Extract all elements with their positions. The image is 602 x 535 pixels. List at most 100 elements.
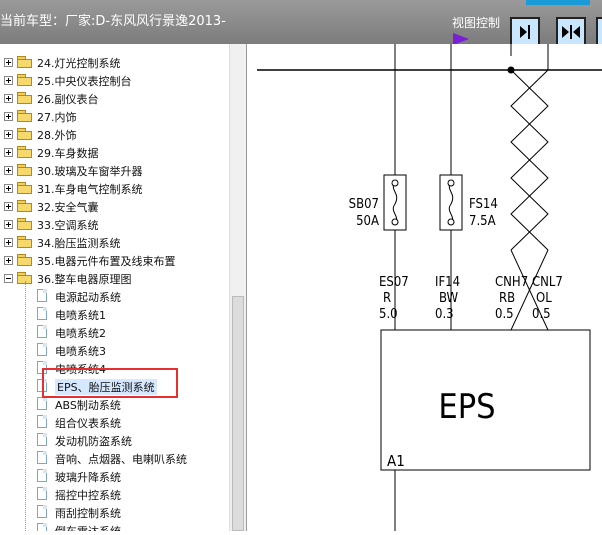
- wire-circuit-label: CNL7: [532, 275, 563, 290]
- tree-leaf-item[interactable]: 玻璃升降系统: [0, 467, 229, 485]
- tree-leaf-item[interactable]: 电喷系统3: [0, 341, 229, 359]
- expand-icon[interactable]: [4, 220, 13, 229]
- tree-folder-label: 32.安全气囊: [37, 201, 99, 214]
- expand-icon[interactable]: [4, 130, 13, 139]
- tree-leaf-label: EPS、胎压监测系统: [55, 379, 157, 395]
- tree-leaf-label: 摇控中控系统: [55, 489, 121, 502]
- document-icon: [37, 415, 47, 428]
- fuse-terminal: [391, 218, 399, 226]
- tree-leaf-label: 电喷系统1: [55, 309, 106, 322]
- tree-folder-item[interactable]: 33.空调系统: [0, 215, 229, 233]
- tree-leaf-item[interactable]: 电喷系统2: [0, 323, 229, 341]
- tree-folder-item[interactable]: 30.玻璃及车窗举升器: [0, 161, 229, 179]
- expand-icon[interactable]: [4, 58, 13, 67]
- document-icon: [37, 487, 47, 500]
- fuse-terminal: [391, 179, 399, 187]
- tree-folder-label: 30.玻璃及车窗举升器: [37, 165, 143, 178]
- tree-guide-line: [25, 281, 26, 531]
- expand-icon[interactable]: [4, 148, 13, 157]
- document-icon: [37, 307, 47, 320]
- wire-gauge-label: 0.3: [435, 307, 454, 322]
- wire-color-label: BW: [439, 291, 459, 306]
- folder-icon: [17, 56, 33, 68]
- scrollbar-thumb[interactable]: [232, 296, 244, 531]
- tree-leaf-label: 音响、点烟器、电喇叭系统: [55, 453, 187, 466]
- wire-color-label: OL: [536, 291, 552, 306]
- folder-icon: [17, 110, 33, 122]
- wire-color-label: R: [383, 291, 391, 306]
- wire-circuit-label: IF14: [435, 275, 460, 290]
- expand-icon[interactable]: [4, 76, 13, 85]
- tree-leaf-label: 组合仪表系统: [55, 417, 121, 430]
- tree-leaf-label: 电喷系统3: [55, 345, 106, 358]
- document-icon: [37, 397, 47, 410]
- tree-scrollbar[interactable]: [229, 44, 246, 531]
- tree-folder-item[interactable]: 29.车身数据: [0, 143, 229, 161]
- view-fit-button[interactable]: [556, 17, 586, 47]
- fuse-rating: 50A: [356, 214, 379, 229]
- expand-icon[interactable]: [4, 94, 13, 103]
- tree-leaf-label: 电源起动系统: [55, 291, 121, 304]
- tree-leaf-item[interactable]: 组合仪表系统: [0, 413, 229, 431]
- tree-folder-item[interactable]: 26.副仪表台: [0, 89, 229, 107]
- view-control-label: 视图控制: [452, 16, 501, 30]
- folder-icon: [17, 128, 33, 140]
- tree-folder-item[interactable]: 31.车身电气控制系统: [0, 179, 229, 197]
- tree-leaf-label: 倒车雷达系统: [55, 523, 121, 531]
- tree-folder-item[interactable]: 36.整车电器原理图: [0, 269, 229, 287]
- expand-icon[interactable]: [4, 238, 13, 247]
- wiring-diagram-panel: SB0750AFS147.5AES07R5.0A2IF14BW0.3B1CNH7…: [246, 44, 602, 531]
- tree-folder-label: 28.外饰: [37, 129, 77, 142]
- wire-gauge-label: 0.5: [532, 307, 551, 322]
- expand-icon[interactable]: [4, 184, 13, 193]
- tree-leaf-label: 发动机防盗系统: [55, 435, 132, 448]
- tree-folder-label: 27.内饰: [37, 111, 77, 124]
- fuse-element: [448, 179, 454, 226]
- tree-leaf-item[interactable]: 电源起动系统: [0, 287, 229, 305]
- view-more-button[interactable]: [596, 17, 602, 47]
- vehicle-title: 当前车型：厂家:D-东风风行景逸2013-: [0, 14, 226, 29]
- tree-folder-label: 35.电器元件布置及线束布置: [37, 255, 176, 268]
- folder-icon: [17, 92, 33, 104]
- ground-pin-label: A1: [387, 452, 405, 470]
- tree-folder-label: 34.胎压监测系统: [37, 237, 121, 250]
- folder-icon: [17, 218, 33, 230]
- fuse-body: [383, 174, 407, 231]
- wiring-diagram: SB0750AFS147.5AES07R5.0A2IF14BW0.3B1CNH7…: [257, 44, 602, 531]
- arrows-inward-icon: [562, 25, 580, 39]
- tree-leaf-item[interactable]: 摇控中控系统: [0, 485, 229, 503]
- tree-leaf-item[interactable]: EPS、胎压监测系统: [0, 377, 229, 395]
- tree-folder-item[interactable]: 24.灯光控制系统: [0, 53, 229, 71]
- tree-leaf-label: 雨刮控制系统: [55, 507, 121, 520]
- folder-icon: [17, 200, 33, 212]
- tree-leaf-item[interactable]: 雨刮控制系统: [0, 503, 229, 521]
- tree-leaf-item[interactable]: 音响、点烟器、电喇叭系统: [0, 449, 229, 467]
- expand-icon[interactable]: [4, 256, 13, 265]
- tree-folder-item[interactable]: 34.胎压监测系统: [0, 233, 229, 251]
- tree-leaf-item[interactable]: 发动机防盗系统: [0, 431, 229, 449]
- tree-folder-label: 26.副仪表台: [37, 93, 99, 106]
- document-icon: [37, 523, 47, 531]
- tree-folder-item[interactable]: 32.安全气囊: [0, 197, 229, 215]
- tree-folder-item[interactable]: 28.外饰: [0, 125, 229, 143]
- folder-icon: [17, 254, 33, 266]
- tree-leaf-item[interactable]: 倒车雷达系统: [0, 521, 229, 531]
- tree-folder-item[interactable]: 27.内饰: [0, 107, 229, 125]
- wire-circuit-label: CNH7: [495, 275, 528, 290]
- wire-color-label: RB: [499, 291, 515, 306]
- expand-icon[interactable]: [4, 112, 13, 121]
- folder-icon: [17, 146, 33, 158]
- expand-icon[interactable]: [4, 166, 13, 175]
- tree-leaf-item[interactable]: 电喷系统1: [0, 305, 229, 323]
- tree-folder-label: 31.车身电气控制系统: [37, 183, 143, 196]
- tree-folder-item[interactable]: 35.电器元件布置及线束布置: [0, 251, 229, 269]
- tree-folder-label: 33.空调系统: [37, 219, 99, 232]
- fuse-rating: 7.5A: [469, 214, 496, 229]
- document-icon: [37, 325, 47, 338]
- collapse-icon[interactable]: [4, 274, 13, 283]
- view-next-button[interactable]: [510, 17, 540, 47]
- document-icon: [37, 469, 47, 482]
- tree-folder-item[interactable]: 25.中央仪表控制台: [0, 71, 229, 89]
- twisted-pair-wire: [510, 56, 549, 251]
- expand-icon[interactable]: [4, 202, 13, 211]
